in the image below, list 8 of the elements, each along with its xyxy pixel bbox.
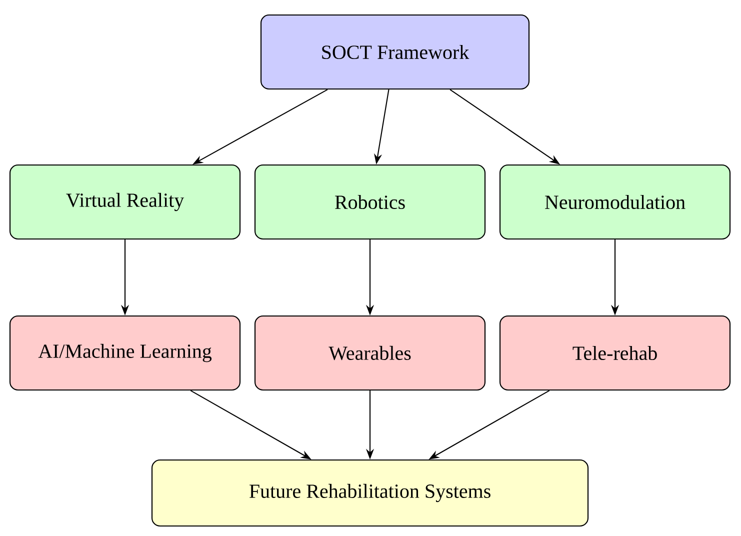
technology-box: Virtual Reality bbox=[9, 164, 241, 240]
technology-box: Tele-rehab bbox=[499, 315, 731, 391]
technology-box: Robotics bbox=[254, 164, 486, 240]
outcome-box: Future Rehabilitation Systems bbox=[151, 459, 589, 527]
framework-box: SOCT Framework bbox=[260, 14, 530, 90]
technology-box: Wearables bbox=[254, 315, 486, 391]
technology-box: AI/Machine Learning bbox=[9, 315, 241, 391]
technology-box: Neuromodulation bbox=[499, 164, 731, 240]
